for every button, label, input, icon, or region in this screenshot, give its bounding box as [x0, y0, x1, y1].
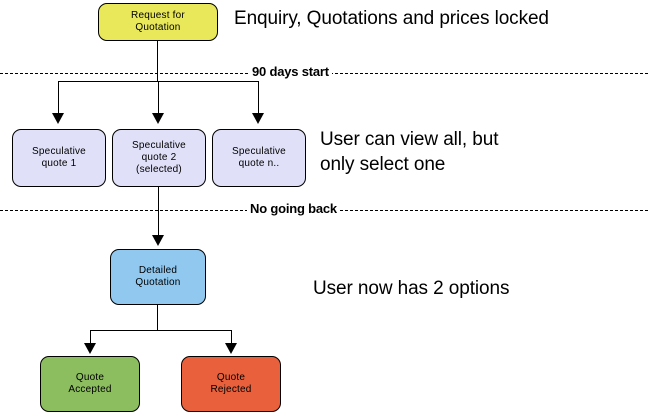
connector-speculative-2-to-detailed: [158, 187, 159, 235]
node-speculative-quote-2[interactable]: Speculative quote 2 (selected): [112, 129, 206, 187]
node-request-for-quotation[interactable]: Request for Quotation: [98, 3, 218, 41]
node-quote-rejected[interactable]: Quote Rejected: [181, 356, 281, 412]
connector-outcome-distribution-bar: [90, 330, 232, 331]
connector-to-speculative-n: [258, 81, 259, 114]
arrowhead-to-detailed-quotation: [152, 235, 164, 246]
connector-to-quote-rejected: [231, 330, 232, 344]
annotation-two-options: User now has 2 options: [313, 278, 510, 299]
connector-detailed-stem: [157, 305, 158, 331]
divider-label-ninety-days-start: 90 days start: [249, 64, 332, 79]
arrowhead-to-quote-rejected: [225, 343, 237, 354]
connector-to-quote-accepted: [90, 330, 91, 344]
connector-to-speculative-1: [58, 81, 59, 114]
connector-rfq-stem: [157, 41, 158, 82]
annotation-view-all-select-one: User can view all, but only select one: [320, 129, 499, 175]
arrowhead-to-speculative-1: [52, 113, 64, 124]
arrowhead-to-quote-accepted: [84, 343, 96, 354]
node-speculative-quote-1[interactable]: Speculative quote 1: [12, 129, 106, 187]
node-quote-accepted[interactable]: Quote Accepted: [40, 356, 140, 412]
divider-label-no-going-back: No going back: [247, 201, 340, 216]
connector-to-speculative-2: [158, 81, 159, 114]
annotation-enquiry-prices-locked: Enquiry, Quotations and prices locked: [234, 8, 549, 29]
node-speculative-quote-n[interactable]: Speculative quote n..: [212, 129, 306, 187]
arrowhead-to-speculative-2: [152, 113, 164, 124]
node-detailed-quotation[interactable]: Detailed Quotation: [110, 249, 206, 305]
arrowhead-to-speculative-n: [252, 113, 264, 124]
